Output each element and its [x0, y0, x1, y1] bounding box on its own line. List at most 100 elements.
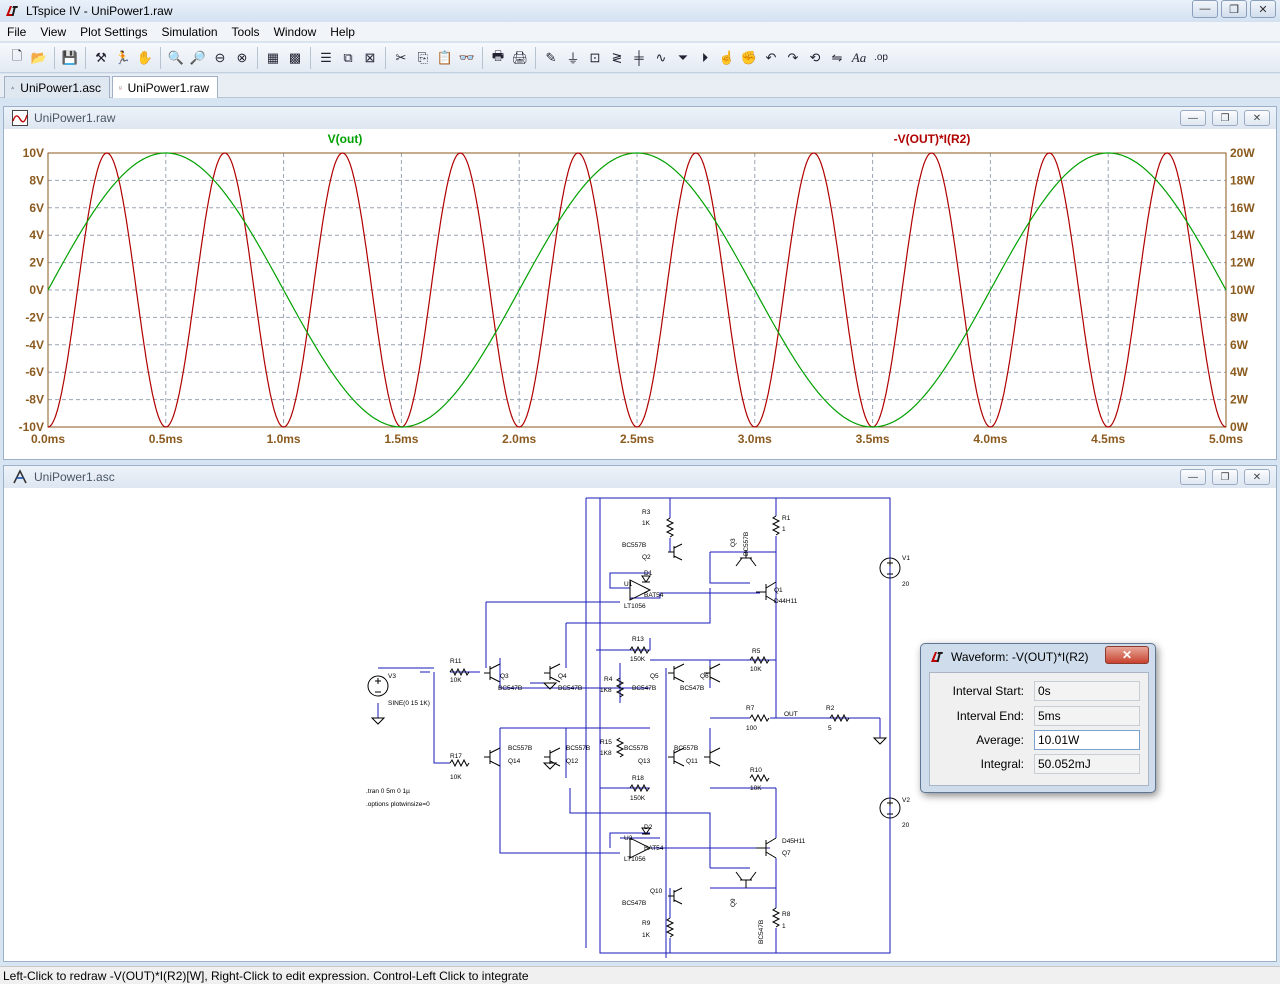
label-q6-type: BC547B [680, 685, 704, 692]
open-button[interactable]: 📂 [28, 47, 50, 69]
cut-button[interactable]: ✂ [390, 47, 412, 69]
menu-file[interactable]: File [7, 24, 27, 39]
label-r7-value: 100 [746, 725, 757, 732]
directive-tran[interactable]: .tran 0 5m 0 1µ [366, 788, 410, 795]
tab-label: UniPower1.raw [127, 80, 209, 95]
find-button[interactable]: 👓 [456, 47, 478, 69]
schematic-canvas[interactable]: R3 1K BC557B Q2 Q3 BC557B R1 1 Q1 D44H11… [10, 488, 1278, 958]
cascade-button[interactable]: ⧉ [337, 47, 359, 69]
minimize-icon: — [1199, 3, 1211, 15]
label-v3: V3 [388, 673, 396, 680]
menu-tools[interactable]: Tools [231, 24, 260, 39]
new-schematic-button[interactable]: 🗋 [6, 47, 28, 69]
drag-hand-icon: ✊ [740, 49, 758, 65]
trace-label-power[interactable]: -V(OUT)*I(R2) [894, 132, 971, 146]
toolbar-separator [85, 46, 86, 69]
hand-icon: ✋ [136, 49, 154, 65]
resistor-r15 [615, 737, 625, 758]
trace-label-vout[interactable]: V(out) [328, 132, 363, 146]
zoom-in-button[interactable]: 🔍 [165, 47, 187, 69]
ground-q4 [542, 682, 558, 690]
close-button[interactable]: ✕ [1250, 0, 1276, 18]
menu-help[interactable]: Help [330, 24, 355, 39]
print-preview-button[interactable]: 🖶 [487, 47, 509, 69]
label-q7: Q7 [782, 850, 791, 857]
ground-button[interactable]: ⏚ [562, 47, 584, 69]
directive-options[interactable]: .options plotwinsize=0 [366, 801, 430, 808]
drag-button[interactable]: ✊ [738, 47, 760, 69]
print-button[interactable]: 🖨 [509, 47, 531, 69]
zoom-out-button[interactable]: ⊖ [209, 47, 231, 69]
rotate-button[interactable]: ⟲ [804, 47, 826, 69]
schematic-minimize-button[interactable]: — [1180, 469, 1206, 485]
move-button[interactable]: ☝ [716, 47, 738, 69]
label-q3: Q3 [500, 673, 509, 680]
label-q13: Q13 [638, 758, 651, 765]
trace-vout[interactable] [47, 152, 1227, 428]
draw-wire-button[interactable]: ✎ [540, 47, 562, 69]
average-field[interactable]: 10.01W [1034, 730, 1140, 750]
plot-minimize-button[interactable]: — [1180, 110, 1206, 126]
resistor-button[interactable]: ≷ [606, 47, 628, 69]
close-windows-icon: ⊠ [364, 49, 376, 65]
zoom-pan-button[interactable]: 🔎 [187, 47, 209, 69]
inductor-icon: ∿ [655, 49, 667, 65]
grid-button[interactable]: ▩ [284, 47, 306, 69]
redo-button[interactable]: ↷ [782, 47, 804, 69]
menu-view[interactable]: View [40, 24, 67, 39]
undo-button[interactable]: ↶ [760, 47, 782, 69]
y-left-tick-label: -6V [25, 365, 44, 379]
restore-button[interactable]: ❐ [1221, 0, 1247, 18]
menu-plot-settings[interactable]: Plot Settings [80, 24, 148, 39]
mirror-button[interactable]: ⇋ [826, 47, 848, 69]
tab-unipower1-raw[interactable]: UniPower1.raw [112, 76, 218, 98]
control-panel-button[interactable]: ⚒ [90, 47, 112, 69]
autorange-button[interactable]: ▦ [262, 47, 284, 69]
tab-unipower1-asc[interactable]: UniPower1.asc [4, 76, 110, 98]
y-left-tick-label: 10V [23, 146, 44, 160]
diode-button[interactable]: ⏷ [672, 47, 694, 69]
copy-icon: ⎘ [417, 49, 429, 65]
run-button[interactable]: 🏃 [112, 47, 134, 69]
label-r1: R1 [782, 515, 791, 522]
transistor-q3 [484, 663, 501, 683]
label-net-button[interactable]: ⊡ [584, 47, 606, 69]
menu-simulation[interactable]: Simulation [161, 24, 218, 39]
interval-end-field[interactable]: 5ms [1034, 706, 1140, 726]
integral-field[interactable]: 50.052mJ [1034, 754, 1140, 774]
plot-close-button[interactable]: ✕ [1244, 110, 1270, 126]
menu-window[interactable]: Window [273, 24, 317, 39]
schematic-close-button[interactable]: ✕ [1244, 469, 1270, 485]
schematic-icon [13, 469, 27, 484]
label-q9: Q9 [730, 898, 737, 907]
component-button[interactable]: ⏵ [694, 47, 716, 69]
close-icon: ✕ [1252, 112, 1262, 124]
x-tick-label: 0.0ms [31, 432, 65, 446]
zoom-fit-button[interactable]: ⊗ [231, 47, 253, 69]
tile-horizontal-button[interactable]: ☰ [315, 47, 337, 69]
spice-directive-button[interactable]: .op [870, 47, 892, 69]
diode-icon: ⏷ [677, 49, 689, 65]
y-right-tick-label: 12W [1230, 256, 1255, 270]
paste-button[interactable]: 📋 [434, 47, 456, 69]
close-windows-button[interactable]: ⊠ [359, 47, 381, 69]
schematic-restore-button[interactable]: ❐ [1212, 469, 1238, 485]
plot-restore-button[interactable]: ❐ [1212, 110, 1238, 126]
save-button[interactable]: 💾 [59, 47, 81, 69]
interval-start-row: Interval Start: 0s [930, 681, 1150, 701]
copy-button[interactable]: ⎘ [412, 47, 434, 69]
label-q14-type: BC557B [508, 745, 532, 752]
minimize-button[interactable]: — [1192, 0, 1218, 18]
dialog-close-button[interactable]: ✕ [1105, 646, 1149, 664]
hammer-icon: ⚒ [95, 49, 107, 65]
capacitor-button[interactable]: ╪ [628, 47, 650, 69]
interval-start-field[interactable]: 0s [1034, 681, 1140, 701]
halt-button[interactable]: ✋ [134, 47, 156, 69]
transistor-q2 [668, 543, 683, 561]
text-button[interactable]: Aa [848, 47, 870, 69]
inductor-button[interactable]: ∿ [650, 47, 672, 69]
label-r8-value: 1 [782, 923, 786, 930]
label-q10-type: BC547B [622, 900, 646, 907]
y-right-tick-label: 2W [1230, 393, 1249, 407]
